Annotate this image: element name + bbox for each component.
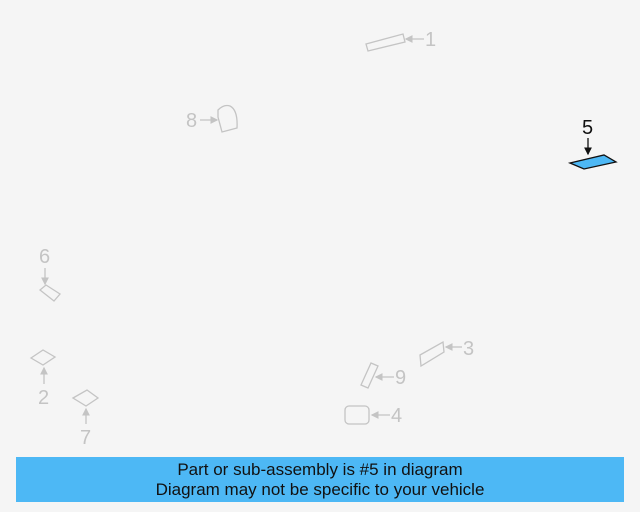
part-4-label: 4 bbox=[391, 405, 402, 427]
part-8-label: 8 bbox=[186, 110, 197, 132]
part-5[interactable]: 5 bbox=[567, 117, 618, 170]
part-5-label: 5 bbox=[582, 117, 593, 139]
part-1[interactable]: 1 bbox=[365, 29, 436, 52]
part-6-label: 6 bbox=[39, 246, 50, 268]
part-9-shape bbox=[360, 362, 379, 389]
part-7[interactable]: 7 bbox=[71, 389, 100, 449]
part-7-shape bbox=[71, 389, 100, 407]
info-banner: Part or sub-assembly is #5 in diagram Di… bbox=[16, 457, 624, 502]
part-6[interactable]: 6 bbox=[38, 246, 61, 302]
part-1-label: 1 bbox=[425, 29, 436, 51]
part-3-shape bbox=[419, 340, 445, 368]
banner-line-1: Part or sub-assembly is #5 in diagram bbox=[177, 460, 463, 479]
part-8-shape bbox=[217, 104, 238, 133]
part-2[interactable]: 2 bbox=[29, 349, 57, 409]
part-4-shape bbox=[344, 405, 370, 425]
part-4[interactable]: 4 bbox=[344, 405, 402, 427]
part-3[interactable]: 3 bbox=[419, 338, 474, 368]
part-9-label: 9 bbox=[395, 367, 406, 389]
part-9[interactable]: 9 bbox=[360, 362, 406, 389]
part-6-shape bbox=[38, 284, 61, 302]
part-1-shape bbox=[365, 33, 406, 52]
part-7-label: 7 bbox=[80, 427, 91, 449]
part-3-label: 3 bbox=[463, 338, 474, 360]
part-8[interactable]: 8 bbox=[186, 104, 238, 133]
part-5-shape bbox=[567, 154, 618, 170]
part-2-label: 2 bbox=[38, 387, 49, 409]
part-2-shape bbox=[29, 349, 57, 366]
banner-line-2: Diagram may not be specific to your vehi… bbox=[155, 480, 485, 499]
